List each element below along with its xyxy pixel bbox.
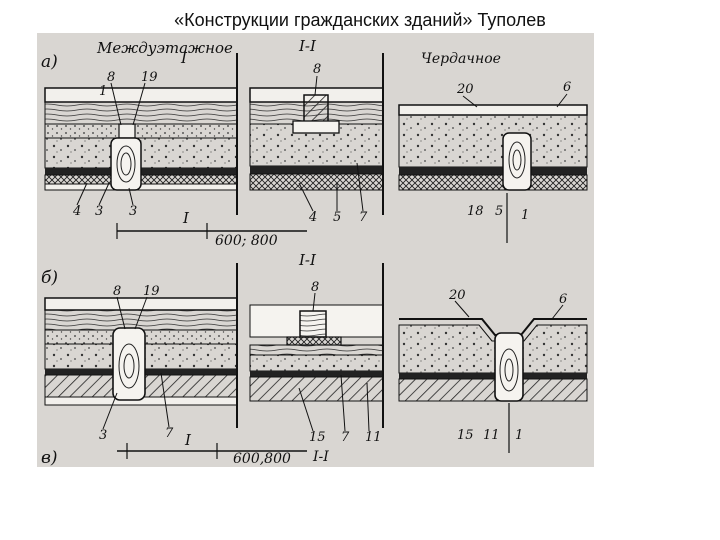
callout: 7 [341,430,350,445]
row-b-drawings [44,263,588,459]
callout: 11 [483,428,500,443]
heading-section-b: I-I [298,251,317,269]
callout: 5 [333,210,341,225]
cut-mark-b-bottom: I [184,431,192,449]
section-label-a: а) [41,52,58,72]
panel-a-interfloor [44,53,238,215]
callouts-b-bottom: 3 7 15 7 11 15 11 1 [99,426,523,445]
floor-construction-drawing: а) б) в) Междуэтажное I-I Чердачное I-I … [41,37,588,467]
heading-attic: Чердачное [421,51,501,67]
callout: 6 [559,292,567,307]
callout: 6 [563,80,571,95]
callout: 3 [99,428,107,443]
callout: 20 [456,82,474,97]
construction-drawing-scan: а) б) в) Междуэтажное I-I Чердачное I-I … [37,33,594,467]
callout: 1 [99,84,107,99]
callout: 4 [72,204,81,219]
panel-a-section [249,53,384,215]
heading-section-c: I-I [312,449,329,465]
callout: 15 [457,428,474,443]
callout: 1 [521,208,529,223]
callouts-a-top: 8 19 1 8 20 6 [99,62,571,99]
section-label-b: б) [41,268,58,288]
section-label-c: в) [41,448,58,467]
callout: 8 [311,280,319,295]
callout: 8 [107,70,115,85]
panel-b-interfloor [44,263,238,428]
callout: 7 [165,426,174,441]
cut-mark-a-bottom: I [182,209,190,227]
callout: 20 [448,288,466,303]
callout: 15 [309,430,326,445]
callout: 7 [359,210,368,225]
cut-mark-a-top: I [180,49,188,67]
callout: 19 [143,284,160,299]
panel-b-attic [398,318,588,402]
leader-lines [76,75,568,432]
callout: 18 [467,204,484,219]
callout: 4 [308,210,317,225]
callouts-a-bottom: 4 3 3 4 5 7 18 5 1 [72,204,529,225]
callout: 8 [313,62,321,77]
dimension-a: 600; 800 [215,233,278,249]
dimension-b: 600,800 [233,451,291,467]
callout: 19 [141,70,158,85]
callout: 3 [129,204,137,219]
panel-a-attic [398,104,588,191]
callout: 1 [515,428,523,443]
callout: 8 [113,284,121,299]
callout: 3 [95,204,103,219]
slide-title: «Конструкции гражданских зданий» Туполев [174,10,546,30]
heading-interfloor: Междуэтажное [96,39,233,57]
heading-section-a: I-I [298,37,317,55]
callouts-b-top: 8 19 8 20 6 [113,280,567,307]
row-a-drawings [44,53,588,243]
callout: 5 [495,204,503,219]
panel-b-section [249,263,384,428]
callout: 11 [365,430,382,445]
